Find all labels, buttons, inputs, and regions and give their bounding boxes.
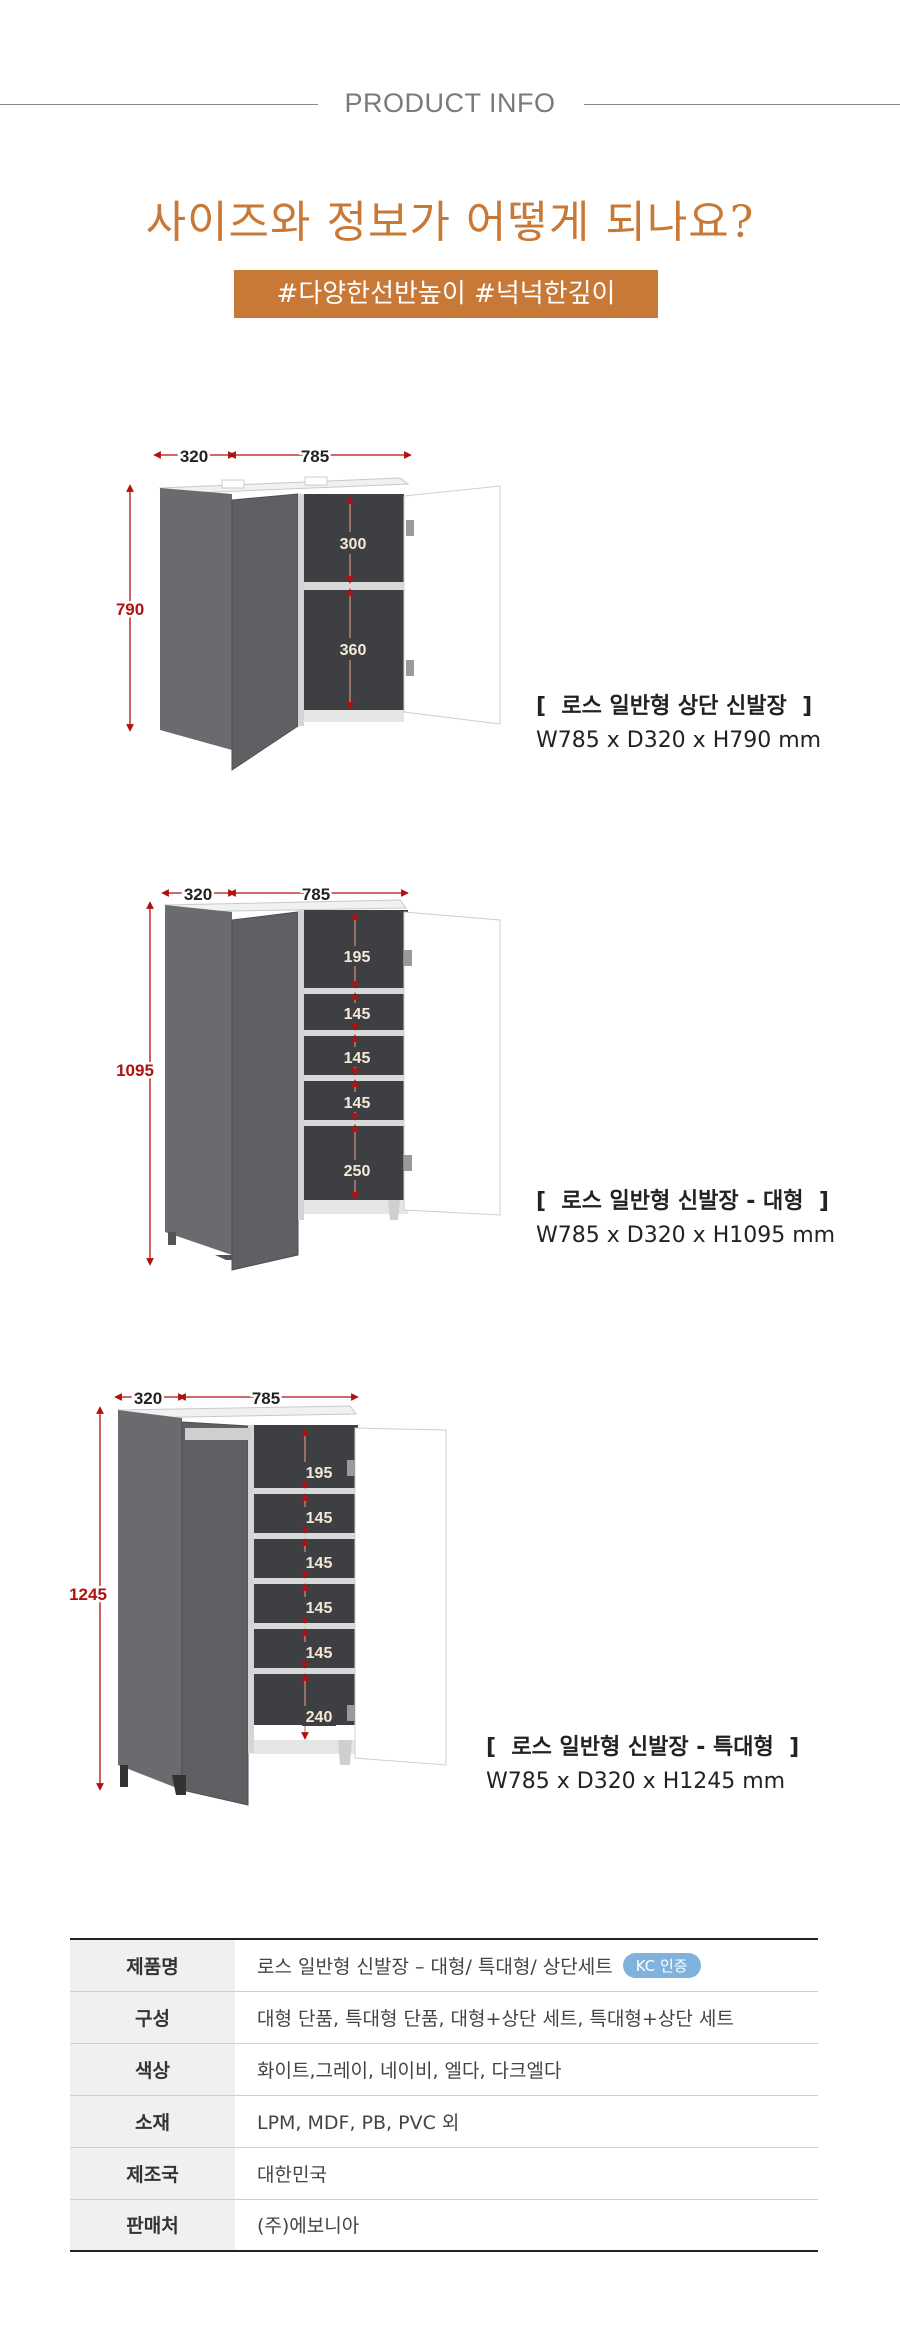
p3-shelf-label: 145 — [306, 1645, 333, 1662]
product-2-illustration: 320 785 1095 195 145 145 145 250 — [114, 883, 501, 1271]
p2-shelf-label: 145 — [344, 1050, 371, 1067]
product-3-illustration: 320 785 1245 195 145 145 145 — [67, 1387, 447, 1806]
product-3-name: [ 로스 일반형 신발장 - 특대형 ] — [486, 1735, 800, 1760]
p2-shelf-label: 195 — [344, 949, 371, 966]
p3-shelf-label: 195 — [306, 1465, 333, 1482]
product-1-dimensions: W785 x D320 x H790 mm — [536, 728, 822, 753]
headline: 사이즈와 정보가 어떻게 되나요? — [145, 197, 755, 248]
product-2-dimensions: W785 x D320 x H1095 mm — [536, 1223, 836, 1248]
spec-label: 색상 — [70, 2043, 235, 2096]
table-row: 색상 화이트,그레이, 네이비, 엘다, 다크엘다 — [70, 2043, 818, 2096]
spec-value: LPM, MDF, PB, PVC 외 — [235, 2095, 818, 2148]
product-1-illustration: 320 785 790 300 360 — [113, 445, 501, 771]
spec-value: 대형 단품, 특대형 단품, 대형+상단 세트, 특대형+상단 세트 — [235, 1991, 818, 2044]
product-1-name: [ 로스 일반형 상단 신발장 ] — [536, 694, 813, 719]
section-label: PRODUCT INFO — [344, 88, 556, 118]
p3-shelf-label: 145 — [306, 1510, 333, 1527]
p2-shelf-label: 145 — [344, 1006, 371, 1023]
spec-label: 제품명 — [70, 1938, 235, 1992]
p1-shelf-label: 300 — [340, 536, 367, 553]
p2-shelf-label: 250 — [344, 1163, 371, 1180]
spec-label: 구성 — [70, 1991, 235, 2044]
header-rule-left — [0, 104, 318, 105]
header-rule-right — [584, 104, 900, 105]
p2-height-label: 1095 — [116, 1061, 154, 1080]
p3-depth-label: 320 — [134, 1389, 162, 1408]
p3-shelf-label: 240 — [306, 1709, 333, 1726]
hashtag-box: #다양한선반높이 #넉넉한깊이 — [234, 270, 658, 318]
spec-value: (주)에보니아 — [235, 2199, 818, 2252]
p2-depth-label: 320 — [184, 885, 212, 904]
spec-label: 소재 — [70, 2095, 235, 2148]
table-row: 소재 LPM, MDF, PB, PVC 외 — [70, 2095, 818, 2148]
p1-width-label: 785 — [301, 447, 329, 466]
spec-table: 제품명 로스 일반형 신발장 – 대형/ 특대형/ 상단세트 KC 인증 구성 대… — [70, 1938, 818, 2252]
p3-width-label: 785 — [252, 1389, 280, 1408]
p1-height-label: 790 — [116, 600, 144, 619]
p3-height-label: 1245 — [69, 1585, 107, 1604]
table-row: 제품명 로스 일반형 신발장 – 대형/ 특대형/ 상단세트 KC 인증 — [70, 1938, 818, 1992]
spec-value: 대한민국 — [235, 2147, 818, 2200]
p1-shelf-label: 360 — [340, 642, 367, 659]
spec-value: 화이트,그레이, 네이비, 엘다, 다크엘다 — [235, 2043, 818, 2096]
spec-label: 판매처 — [70, 2199, 235, 2252]
p2-shelf-label: 145 — [344, 1095, 371, 1112]
kc-certification-badge: KC 인증 — [622, 1952, 701, 1978]
table-row: 구성 대형 단품, 특대형 단품, 대형+상단 세트, 특대형+상단 세트 — [70, 1991, 818, 2044]
spec-value: 로스 일반형 신발장 – 대형/ 특대형/ 상단세트 KC 인증 — [235, 1938, 818, 1992]
p3-shelf-label: 145 — [306, 1555, 333, 1572]
table-row: 제조국 대한민국 — [70, 2147, 818, 2200]
p3-shelf-label: 145 — [306, 1600, 333, 1617]
spec-label: 제조국 — [70, 2147, 235, 2200]
table-row: 판매처 (주)에보니아 — [70, 2199, 818, 2252]
product-3-dimensions: W785 x D320 x H1245 mm — [486, 1769, 786, 1794]
product-2-name: [ 로스 일반형 신발장 - 대형 ] — [536, 1189, 829, 1214]
p1-depth-label: 320 — [180, 447, 208, 466]
spec-value-text: 로스 일반형 신발장 – 대형/ 특대형/ 상단세트 — [257, 1955, 613, 1978]
